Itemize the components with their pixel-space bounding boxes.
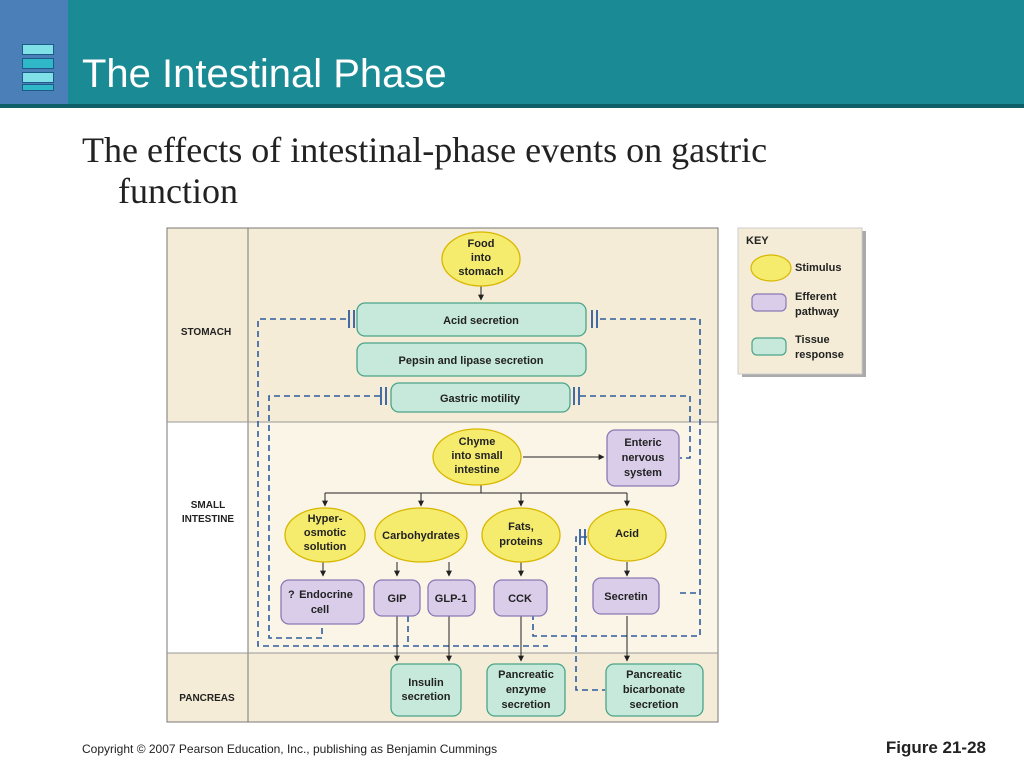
node-acid-secretion: Acid secretion	[356, 302, 587, 337]
node-endocrine-line-1: Endocrine	[299, 589, 353, 601]
copyright-notice: Copyright © 2007 Pearson Education, Inc.…	[82, 742, 498, 756]
region-stomach-label-bg	[167, 228, 248, 422]
node-insulin-line-2: secretion	[402, 691, 451, 703]
header-rule	[0, 104, 1024, 108]
node-fats-line-1: Fats,	[508, 521, 534, 533]
node-chyme-line-2: into small	[451, 450, 502, 462]
node-cck-label: CCK	[508, 593, 532, 605]
node-carbs-label: Carbohydrates	[382, 530, 460, 542]
key-efferent-line-1: Efferent	[795, 291, 837, 303]
node-enteric-line-3: system	[624, 467, 662, 479]
node-bicarb-line-2: bicarbonate	[623, 684, 685, 696]
node-acid-label: Acid	[615, 528, 639, 540]
node-fats-proteins: Fats, proteins	[481, 507, 561, 563]
node-food: Food into stomach	[441, 231, 521, 287]
node-hyper-line-1: Hyper-	[308, 513, 343, 525]
region-label-intestine: INTESTINE	[182, 514, 235, 525]
node-endocrine-line-2: cell	[311, 604, 329, 616]
diagram-key: KEY Stimulus Efferent pathway Tissue res…	[737, 227, 866, 377]
subtitle-line-1: The effects of intestinal-phase events o…	[82, 130, 768, 170]
node-hyper-line-2: osmotic	[304, 527, 346, 539]
node-cck: CCK	[493, 579, 548, 617]
node-glp1-label: GLP-1	[435, 593, 467, 605]
node-insulin: Insulin secretion	[390, 663, 462, 717]
key-tissue-line-1: Tissue	[795, 334, 830, 346]
node-pepsin-lipase: Pepsin and lipase secretion	[356, 342, 587, 377]
title-bar	[0, 0, 1024, 106]
subtitle-line-2: function	[118, 171, 238, 211]
node-food-line-2: into	[471, 252, 491, 264]
region-intestine-label-bg	[167, 422, 248, 653]
node-glp1: GLP-1	[427, 579, 476, 617]
node-chyme-line-3: intestine	[454, 464, 499, 476]
figure-label: Figure 21-28	[885, 738, 986, 757]
node-fats-line-2: proteins	[499, 536, 542, 548]
node-insulin-line-1: Insulin	[408, 677, 444, 689]
node-bicarb-line-3: secretion	[630, 699, 679, 711]
key-tissue-line-2: response	[795, 349, 844, 361]
node-bicarbonate-secretion: Pancreatic bicarbonate secretion	[605, 663, 704, 717]
flow-arrows	[320, 286, 630, 662]
node-enzyme-secretion: Pancreatic enzyme secretion	[486, 663, 566, 717]
key-efferent-swatch	[751, 293, 787, 312]
node-enteric-line-2: nervous	[622, 452, 665, 464]
node-chyme: Chyme into small intestine	[432, 428, 522, 486]
key-title: KEY	[746, 235, 769, 247]
node-enzyme-line-3: secretion	[502, 699, 551, 711]
region-label-small: SMALL	[191, 500, 225, 511]
node-food-line-1: Food	[468, 238, 495, 250]
region-pancreas-label-bg	[167, 653, 248, 722]
node-gip: GIP	[373, 579, 421, 617]
node-enzyme-line-2: enzyme	[506, 684, 546, 696]
key-stimulus-swatch	[750, 254, 792, 282]
slide-subtitle: The effects of intestinal-phase events o…	[82, 130, 882, 212]
key-tissue-swatch	[751, 337, 787, 356]
node-gip-label: GIP	[388, 593, 407, 605]
node-motility-label: Gastric motility	[440, 393, 521, 405]
node-secretin: Secretin	[592, 577, 660, 615]
region-label-pancreas: PANCREAS	[179, 693, 235, 704]
node-enteric-nervous-system: Enteric nervous system	[606, 429, 680, 487]
key-stimulus-label: Stimulus	[795, 262, 841, 274]
node-acid-secretion-label: Acid secretion	[443, 315, 519, 327]
region-label-stomach: STOMACH	[181, 327, 231, 338]
node-hyper-line-3: solution	[304, 541, 347, 553]
inhibitory-pathways	[257, 318, 701, 691]
node-bicarb-line-1: Pancreatic	[626, 669, 682, 681]
node-carbohydrates: Carbohydrates	[374, 507, 468, 563]
node-secretin-label: Secretin	[604, 591, 648, 603]
key-efferent-line-2: pathway	[795, 306, 840, 318]
node-food-line-3: stomach	[458, 266, 504, 278]
node-gastric-motility: Gastric motility	[390, 382, 571, 413]
node-endocrine-question: ?	[288, 589, 295, 601]
node-endocrine-cell: ? Endocrine cell	[280, 579, 365, 625]
node-pepsin-label: Pepsin and lipase secretion	[399, 355, 544, 367]
node-acid: Acid	[587, 508, 667, 562]
node-chyme-line-1: Chyme	[459, 436, 496, 448]
inhibition-marks	[348, 310, 598, 545]
node-enteric-line-1: Enteric	[624, 437, 661, 449]
node-hyperosmotic: Hyper- osmotic solution	[284, 507, 366, 563]
slide-title: The Intestinal Phase	[82, 52, 447, 96]
node-enzyme-line-1: Pancreatic	[498, 669, 554, 681]
